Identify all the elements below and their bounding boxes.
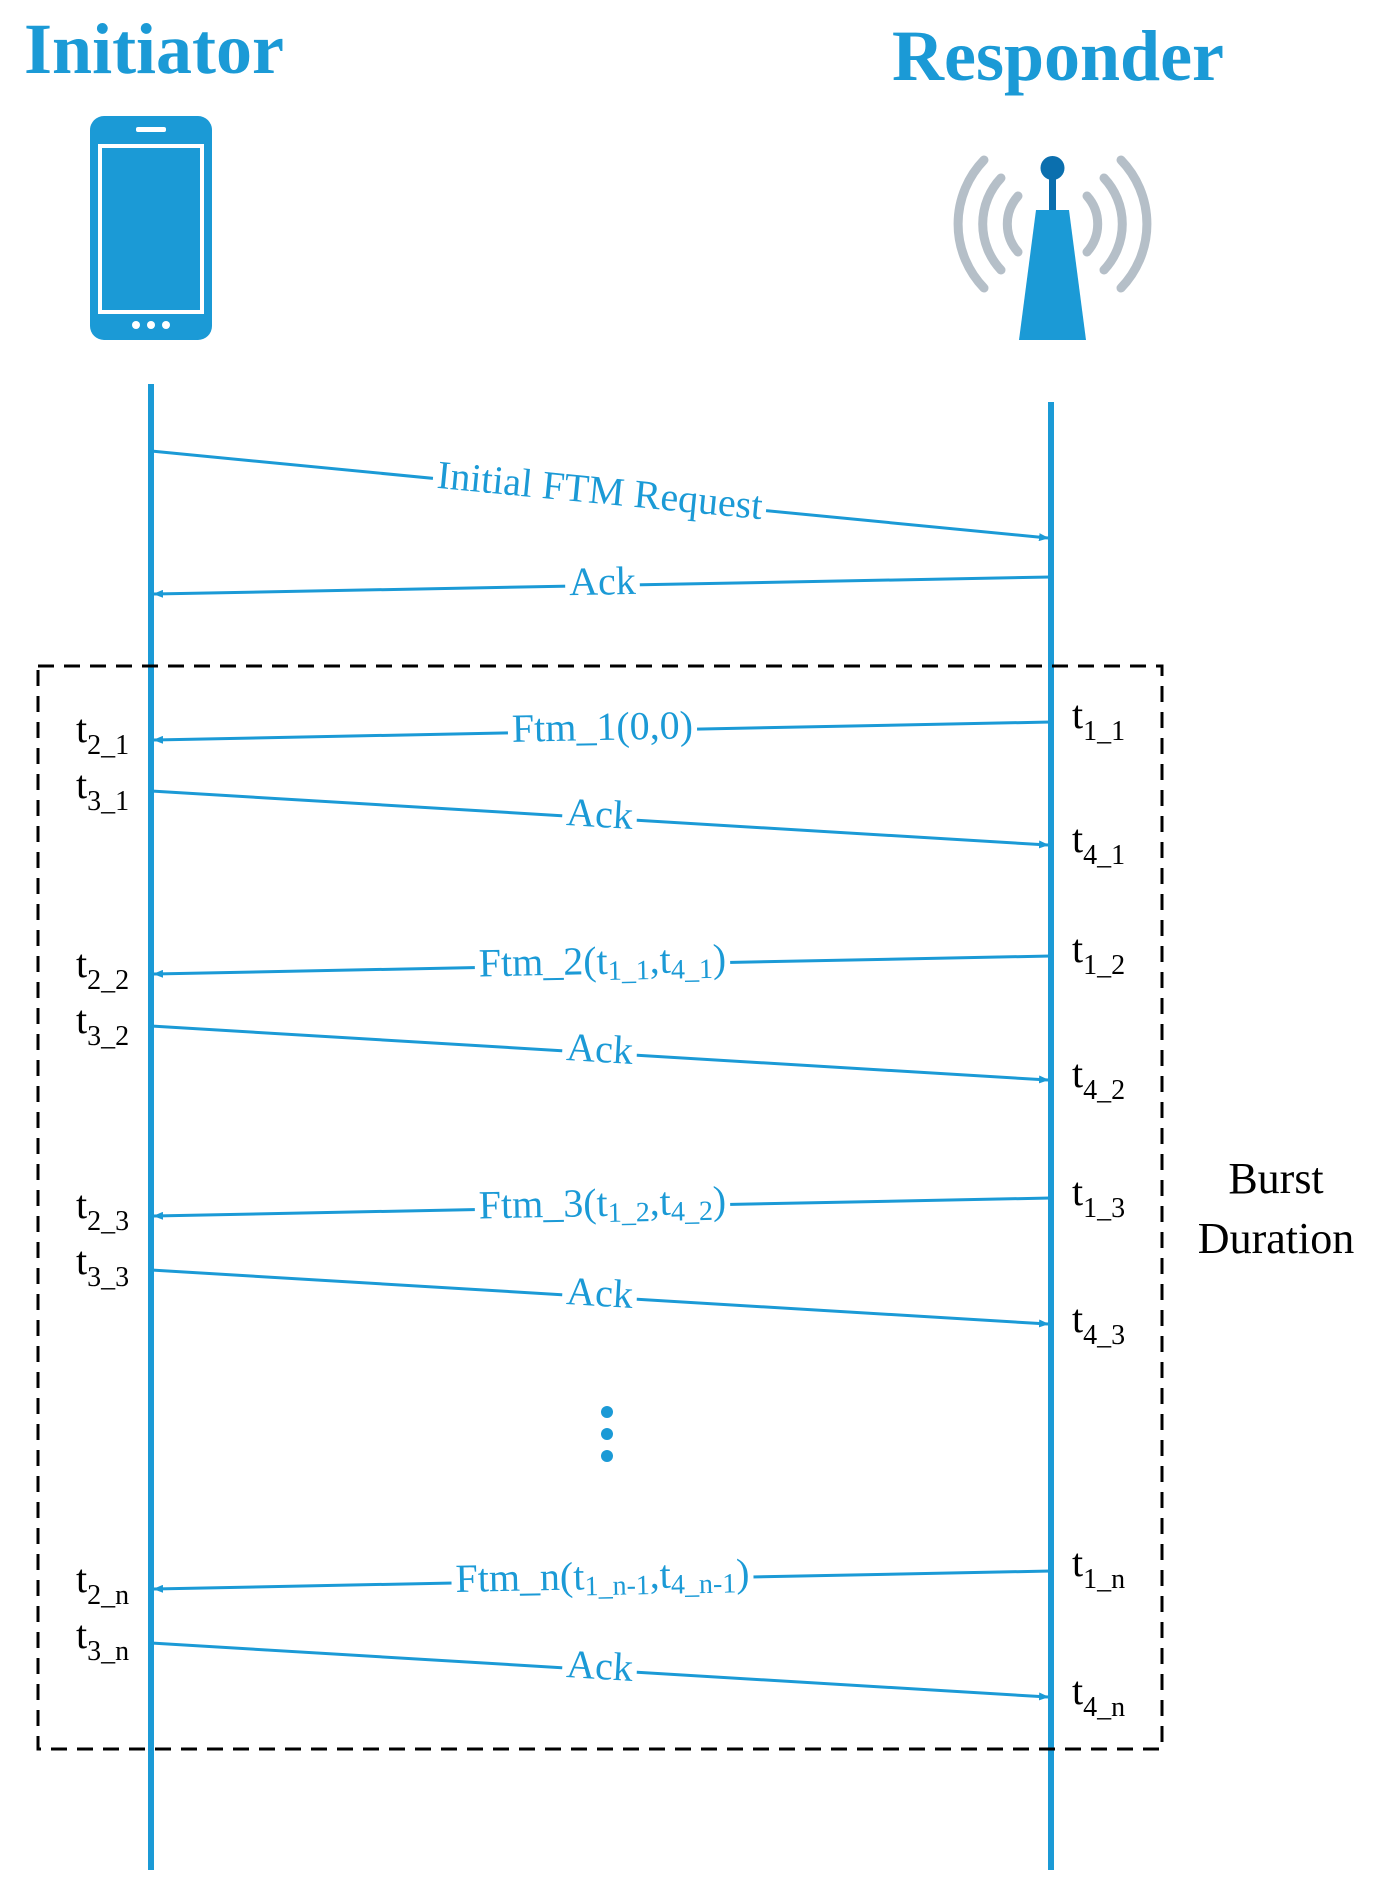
responder-timestamp-t1_n: t1_n [1072, 1540, 1125, 1595]
message-label: Ack [565, 1268, 634, 1317]
label-background [561, 792, 639, 835]
message-label: Ftm_n(t1_n-1,t4_n-1) [455, 1550, 750, 1605]
message-label: Initial FTM Request [435, 452, 764, 528]
message-label: Ack [565, 1641, 634, 1690]
initiator-timestamp-t2_3: t2_3 [76, 1182, 129, 1237]
message-initial-ftm-request: Initial FTM Request [150, 449, 1049, 542]
initiator-timestamp-t3_2: t3_2 [76, 997, 129, 1052]
initiator-timestamp-t2_1: t2_1 [76, 706, 129, 761]
message-label: Ftm_3(t1_2,t4_2) [478, 1178, 726, 1232]
burst-duration-box [36, 664, 1164, 1751]
message-ack-3: Ack [150, 1268, 1049, 1328]
message-ftm-3: Ftm_3(t1_2,t4_2) [153, 1178, 1052, 1232]
label-background [561, 1271, 639, 1314]
label-background [431, 455, 769, 525]
label-background [564, 561, 641, 601]
label-background [474, 1181, 731, 1228]
initiator-timestamp-t2_n: t2_n [76, 1556, 129, 1611]
message-ack-0: Ack [153, 558, 1052, 604]
label-background [451, 1554, 754, 1601]
burst-label-line1: Burst [1228, 1154, 1323, 1203]
initiator-timestamp-t2_2: t2_2 [76, 941, 129, 996]
initiator-timestamp-t3_3: t3_3 [76, 1238, 129, 1293]
message-label: Ack [565, 1024, 634, 1073]
message-ftm-2: Ftm_2(t1_1,t4_1) [153, 936, 1052, 990]
label-background [474, 939, 731, 986]
message-ftm-n: Ftm_n(t1_n-1,t4_n-1) [153, 1550, 1052, 1605]
message-label: Ack [565, 789, 634, 838]
message-label: Ftm_2(t1_1,t4_1) [478, 936, 726, 990]
responder-timestamp-t4_2: t4_2 [1072, 1051, 1125, 1106]
label-background [561, 1644, 639, 1687]
smartphone-icon [90, 116, 212, 340]
burst-label-line2: Duration [1198, 1214, 1354, 1263]
label-background [561, 1027, 639, 1070]
responder-title: Responder [892, 16, 1224, 96]
responder-timestamp-t4_3: t4_3 [1072, 1296, 1125, 1351]
message-ack-1: Ack [150, 789, 1049, 849]
message-ftm-1: Ftm_1(0,0) [153, 702, 1052, 751]
label-background [507, 706, 698, 748]
message-label: Ack [569, 558, 636, 604]
initiator-timestamp-t3_n: t3_n [76, 1612, 129, 1667]
responder-timestamp-t1_1: t1_1 [1072, 692, 1125, 747]
message-ack-2: Ack [150, 1024, 1049, 1084]
antenna-tower-icon [953, 155, 1152, 340]
message-ack-n: Ack [150, 1641, 1049, 1701]
message-label: Ftm_1(0,0) [511, 702, 693, 751]
responder-timestamp-t1_3: t1_3 [1072, 1169, 1125, 1224]
responder-timestamp-t4_n: t4_n [1072, 1668, 1125, 1723]
initiator-title: Initiator [24, 9, 284, 89]
initiator-timestamp-t3_1: t3_1 [76, 762, 129, 817]
ellipsis-dots [601, 1406, 613, 1462]
responder-timestamp-t1_2: t1_2 [1072, 926, 1125, 981]
responder-timestamp-t4_1: t4_1 [1072, 816, 1125, 871]
